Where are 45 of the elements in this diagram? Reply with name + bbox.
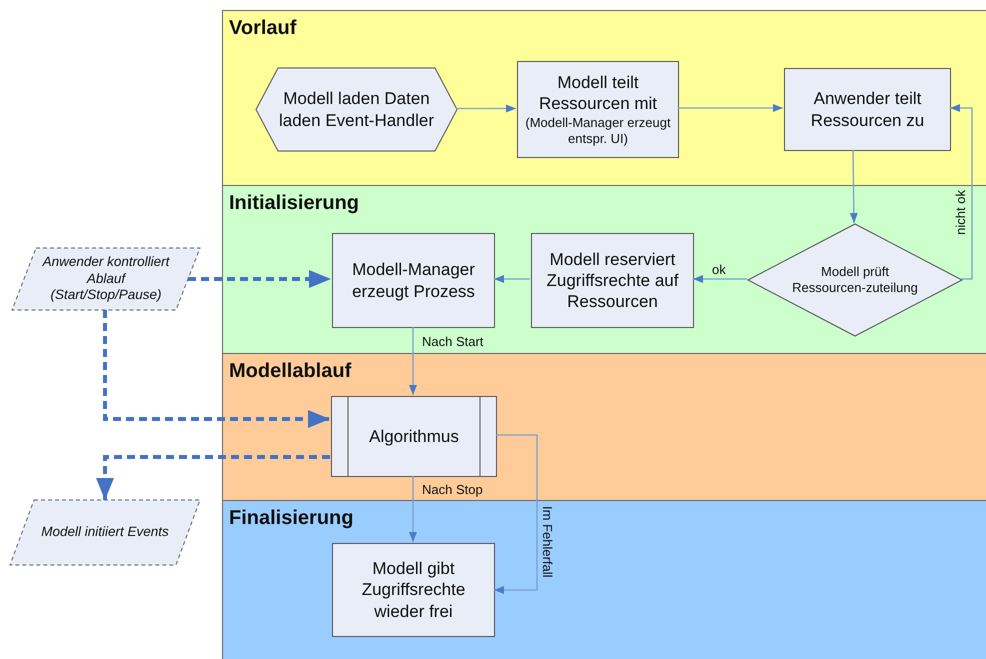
preparation-hexagon (256, 68, 457, 151)
predefined-process-box (331, 396, 497, 477)
node-text: Modell gibt Zugriffsrechte wieder frei (360, 558, 466, 622)
lane-title: Finalisierung (229, 507, 354, 530)
dashed-arrow (96, 455, 330, 500)
dashed-arrow (103, 310, 330, 428)
arrow (693, 275, 747, 283)
swimlane (222, 353, 986, 500)
process-box (332, 233, 495, 328)
process-box (784, 68, 951, 151)
swimlane (222, 500, 986, 659)
node-text: Anwender kontrolliert Ablauf (Start/Stop/Pause) (41, 254, 171, 304)
lane-title: Vorlauf (229, 17, 296, 40)
arrow (494, 434, 538, 594)
arrow (456, 104, 516, 112)
process-box (517, 61, 679, 158)
node-text: Modell initiiert Events (40, 524, 170, 541)
edge-label: Im Fehlerfall (540, 506, 555, 578)
swimlane (222, 10, 986, 185)
edge-label: Nach Start (422, 334, 484, 349)
data-parallelogram (10, 500, 200, 565)
node-text: Modell-Manager erzeugt Prozess (351, 259, 476, 302)
node-text: Modell prüft Ressourcen-zuteilung (791, 264, 919, 296)
node-text: Anwender teilt Ressourcen zu (810, 88, 926, 131)
lane-title: Modellablauf (229, 360, 352, 383)
node-text: Modell teilt Ressourcen mit (538, 72, 658, 114)
node-text: Algorithmus (368, 426, 460, 448)
arrow (850, 150, 858, 223)
lane-title: Initialisierung (229, 192, 360, 215)
dashed-arrow (188, 270, 331, 288)
edge-label: ok (712, 262, 726, 277)
edge-label: Nach Stop (422, 482, 483, 497)
process-box (531, 233, 694, 328)
arrow (950, 104, 973, 280)
node-text: Modell reserviert Zugriffsrechte auf Ressourcen (546, 248, 680, 312)
data-parallelogram (12, 248, 200, 310)
arrow (678, 104, 783, 112)
arrow (409, 327, 417, 395)
arrow (409, 476, 417, 542)
arrow (494, 275, 530, 283)
edge-label: nicht ok (953, 190, 968, 235)
swimlane (222, 185, 986, 353)
process-box (332, 543, 495, 637)
node-note: (Modell-Manager erzeugt entspr. UI) (524, 114, 672, 147)
node-text: Modell laden Daten laden Event-Handler (278, 88, 435, 131)
